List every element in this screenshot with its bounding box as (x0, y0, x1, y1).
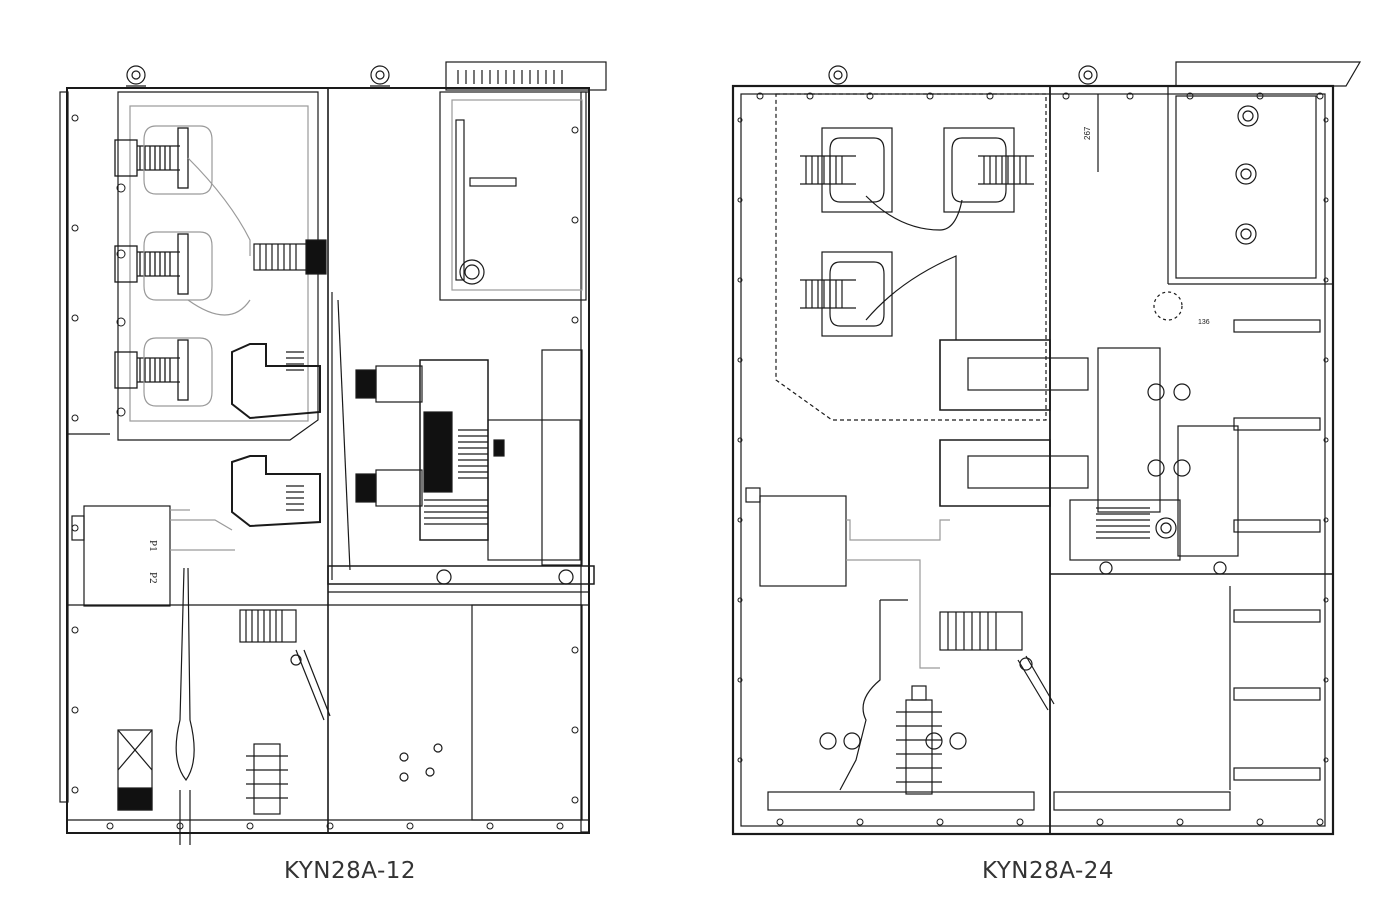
mounting-holes-right (737, 92, 1329, 826)
mounting-holes-left (71, 114, 579, 830)
ct-label-p1: P1 (147, 540, 159, 552)
cabinet-kyn28a-24 (731, 61, 1362, 836)
caption-kyn28a-12: KYN28A-12 (283, 858, 417, 884)
dimension-label: 267 (1083, 126, 1092, 140)
caption-kyn28a-24: KYN28A-24 (981, 858, 1115, 884)
ct-label-p2: P2 (147, 572, 159, 584)
part-number-label: 136 (1198, 319, 1210, 326)
cabinet-kyn28a-12 (59, 61, 607, 845)
